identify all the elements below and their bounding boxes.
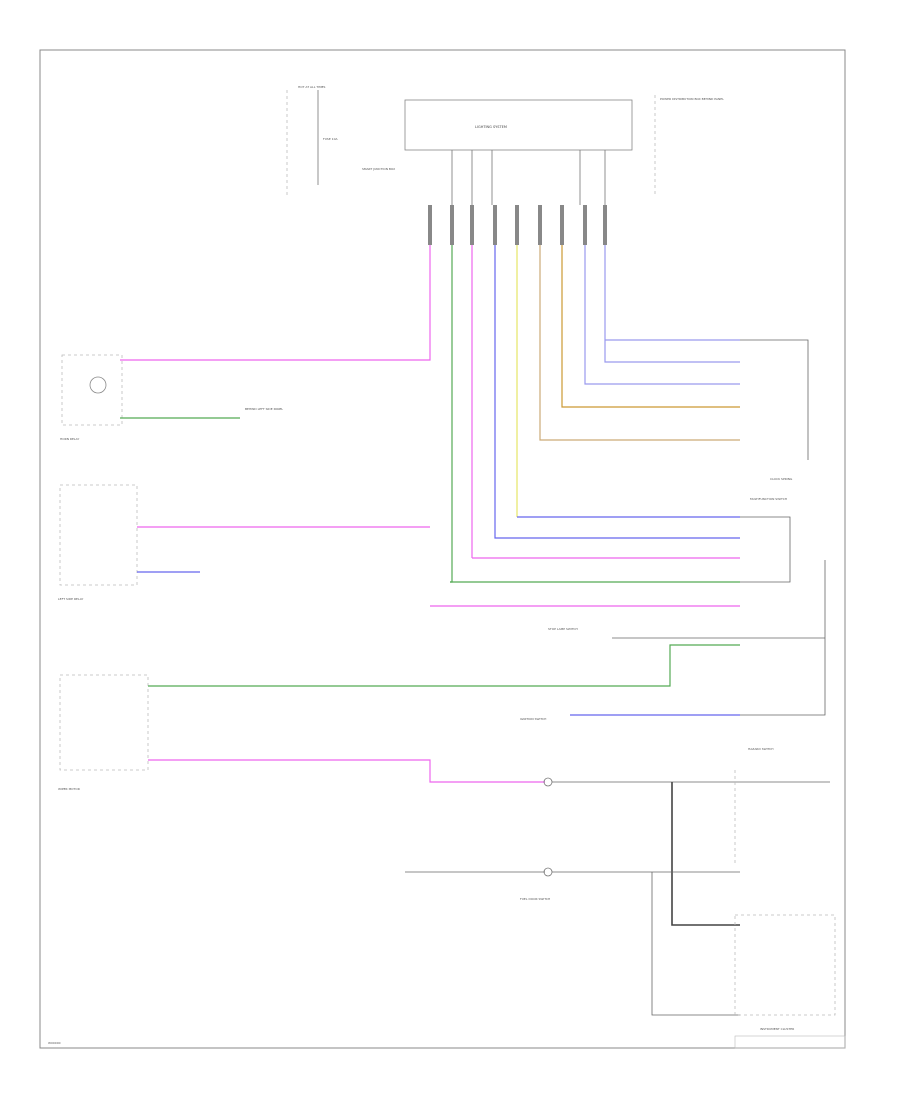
hazard-label: HAZARD SWITCH [748, 747, 774, 751]
multifunction-label: MULTIFUNCTION SWITCH [750, 497, 787, 501]
fuel-door-label: FUEL DOOR SWITCH [520, 897, 550, 901]
module-side-note: POWER DISTRIBUTION BOX BEHIND PANEL [660, 97, 724, 101]
module-wires [120, 205, 740, 583]
wiper-label: WIPER MOTOR [58, 787, 80, 791]
module-pins [451, 150, 606, 205]
diagram-frame [39, 49, 846, 1049]
clock-spring-label: CLOCK SPRING [770, 477, 793, 481]
lh-relay: LEFT SIDE RELAY [58, 484, 430, 601]
fuel-door-switch: FUEL DOOR SWITCH [405, 867, 740, 1016]
hazard-switch: HAZARD SWITCH [671, 747, 774, 926]
green-wire-1 [450, 205, 453, 583]
blue-wire-1 [494, 205, 740, 539]
horn-relay-label: HORN RELAY [60, 437, 79, 441]
multifunction-wires [430, 516, 740, 607]
stop-lamp-label: STOP LAMP SWITCH [548, 627, 578, 631]
ignition-switch: IGNITION SWITCH [520, 560, 830, 787]
instrument-cluster: INSTRUMENT CLUSTER [734, 914, 836, 1031]
wiper-motor: WIPER MOTOR [58, 644, 740, 791]
lighting-module: LIGHTING SYSTEM SMART JUNCTION BOX POWER… [362, 95, 724, 205]
clock-spring: CLOCK SPRING [740, 339, 809, 481]
ignition-label: IGNITION SWITCH [520, 717, 546, 721]
stop-lamp-switch: STOP LAMP SWITCH [548, 627, 825, 639]
tan-wire-1 [539, 205, 740, 441]
instrument-label: INSTRUMENT CLUSTER [760, 1027, 794, 1031]
lh-panel-label: BEHIND LEFT SIDE PANEL [245, 407, 283, 411]
module-note: SMART JUNCTION BOX [362, 167, 395, 171]
fuse-block-label: HOT AT ALL TIMES [298, 85, 326, 89]
fuse-block: HOT AT ALL TIMES FUSE 10A [286, 85, 338, 195]
violet-wire-1 [584, 205, 740, 385]
footer-code: W00000 [48, 1041, 61, 1045]
multifunction-switch: MULTIFUNCTION SWITCH [740, 497, 791, 583]
fuse-label: FUSE 10A [323, 137, 338, 141]
horn-relay: HORN RELAY BEHIND LEFT SIDE PANEL [60, 354, 283, 441]
footer-box [734, 1035, 846, 1049]
orange-wire-1 [561, 205, 740, 408]
violet-wire-2 [604, 205, 740, 363]
lh-relay-label: LEFT SIDE RELAY [58, 597, 84, 601]
module-title: LIGHTING SYSTEM [475, 125, 507, 129]
module-connectors [428, 205, 607, 245]
pink-wire-1 [120, 205, 431, 361]
